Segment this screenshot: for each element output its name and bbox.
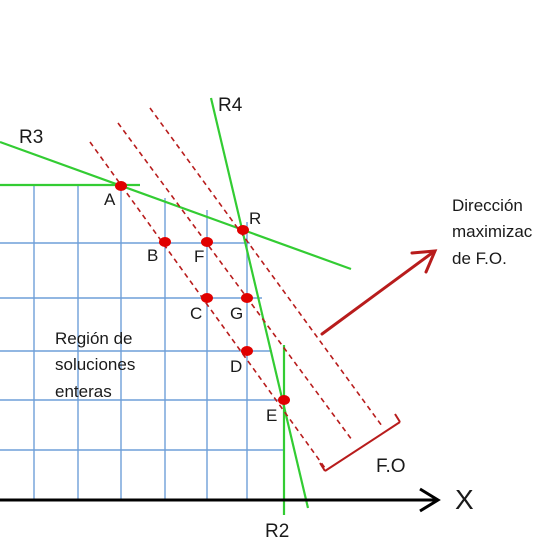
integer-grid	[0, 186, 284, 500]
fo-bracket	[319, 413, 401, 472]
label-r2: R2	[265, 521, 290, 542]
region-label-line3: enteras	[55, 381, 112, 401]
point-e-marker	[278, 395, 290, 405]
region-label-line1: Región de	[55, 329, 133, 348]
direction-label-line2: maximizac	[452, 222, 533, 242]
point-r-marker	[237, 225, 249, 235]
solution-points	[115, 181, 290, 405]
label-point-e: E	[266, 406, 278, 425]
point-f-marker	[201, 237, 213, 247]
objective-line-1	[89, 141, 326, 469]
objective-line-2	[117, 122, 353, 441]
label-point-a: A	[104, 190, 116, 209]
label-point-b: B	[147, 246, 159, 265]
region-label-line2: soluciones	[55, 355, 136, 375]
point-c-marker	[201, 293, 213, 303]
constraint-r4-line	[209, 97, 310, 509]
point-g-marker	[241, 293, 253, 303]
x-axis	[0, 487, 441, 513]
label-point-c: C	[190, 304, 203, 323]
label-point-r: R	[249, 209, 262, 228]
direction-label-line3: de F.O.	[452, 248, 507, 268]
x-axis-label: X	[455, 484, 474, 515]
direction-arrow	[320, 249, 438, 336]
objective-line-3	[149, 107, 383, 427]
fo-label: F.O	[376, 456, 406, 477]
label-point-f: F	[194, 247, 205, 266]
constraint-r3-line	[0, 140, 352, 271]
direction-label: Dirección maximizac de F.O.	[452, 193, 549, 272]
label-r4: R4	[218, 95, 243, 116]
constraint-lines	[0, 97, 352, 515]
label-point-g: G	[230, 304, 244, 323]
point-d-marker	[241, 346, 253, 356]
label-point-d: D	[230, 357, 243, 376]
direction-label-line1: Dirección	[452, 196, 523, 215]
label-r3: R3	[19, 127, 44, 148]
region-label: Región de soluciones enteras	[55, 326, 135, 405]
point-a-marker	[115, 181, 127, 191]
point-b-marker	[159, 237, 171, 247]
objective-lines	[89, 107, 383, 469]
